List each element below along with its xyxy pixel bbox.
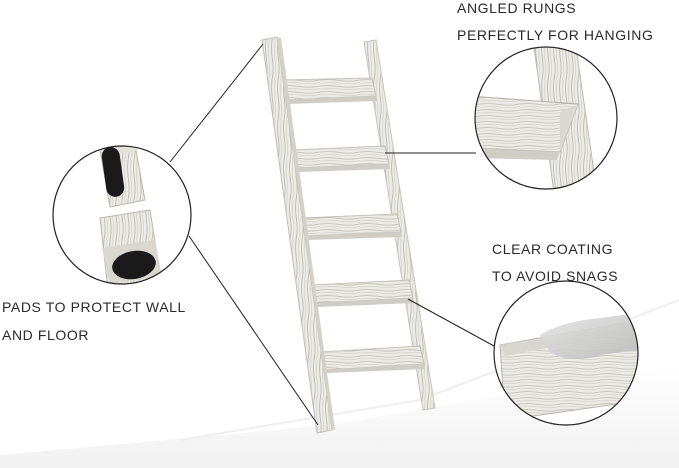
clear-coating-caption-line2: TO AVOID SNAGS [492, 268, 619, 284]
coating-detail-callout [493, 280, 639, 426]
angled-rung-detail-callout [474, 46, 618, 190]
wall-pad-icon [101, 147, 125, 197]
pads-detail-callout [52, 145, 192, 285]
ladder-rungs [281, 77, 425, 373]
floor-shadow [0, 365, 679, 468]
ladder [261, 36, 436, 434]
pads-caption-line2: AND FLOOR [2, 327, 90, 343]
clear-coating-layer [540, 312, 638, 360]
floor-pad-icon [112, 250, 156, 280]
pads-caption-line1: PADS TO PROTECT WALL [2, 299, 186, 315]
clear-coating-caption-line1: CLEAR COATING [492, 241, 614, 257]
angled-rungs-caption-line1: ANGLED RUNGS [457, 0, 577, 16]
angled-rungs-caption-line2: PERFECTLY FOR HANGING [457, 27, 654, 43]
